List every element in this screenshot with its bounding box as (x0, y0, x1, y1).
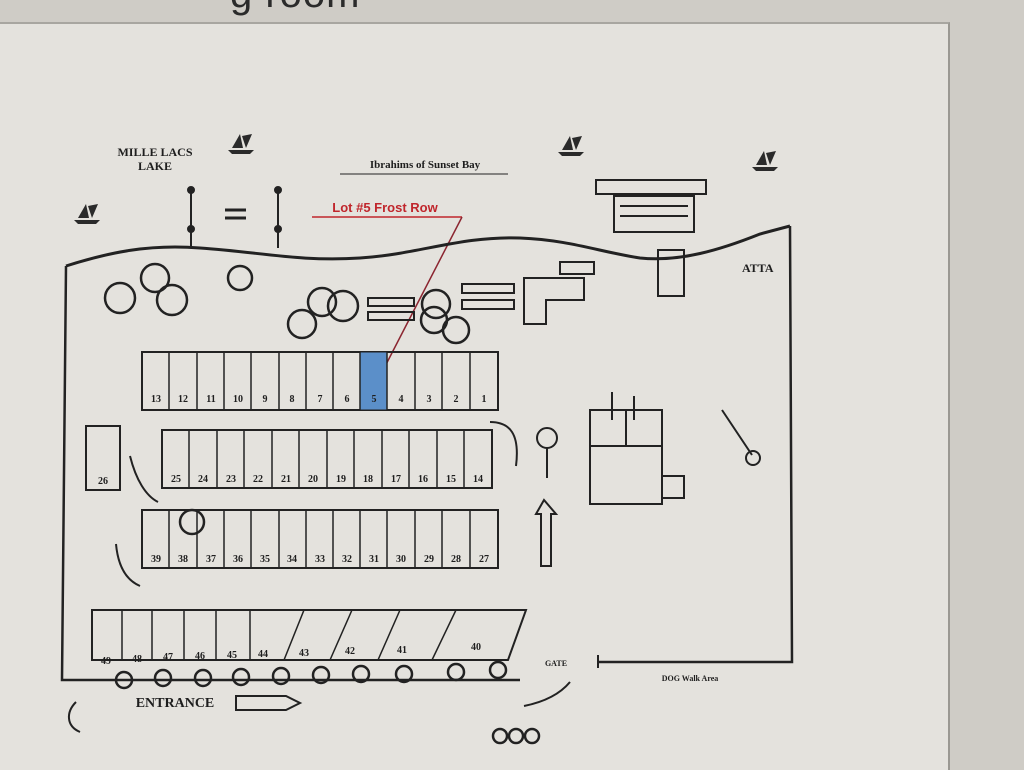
lot-number: 11 (206, 394, 215, 405)
lot-number: 23 (226, 474, 236, 485)
marina-building (595, 179, 707, 297)
lot-number: 1 (482, 394, 487, 405)
lot-number: 3 (427, 394, 432, 405)
lot-number: 41 (397, 645, 407, 656)
lot-number: 32 (342, 554, 352, 565)
lot-number: 49 (101, 656, 111, 667)
lot-number: 43 (299, 648, 309, 659)
lot-number: 26 (98, 476, 108, 487)
picnic-shelters (367, 261, 595, 325)
lot-number: 42 (345, 646, 355, 657)
lot-number: 44 (258, 649, 268, 660)
lot-number: 2 (454, 394, 459, 405)
lot-row-3: 39 38 37 36 35 34 33 32 31 30 29 28 27 (141, 509, 499, 569)
atm-label: ATTA (742, 261, 774, 275)
lot-number: 13 (151, 394, 161, 405)
tree-cluster (491, 727, 541, 745)
lot-number: 16 (418, 474, 428, 485)
lot-number: 27 (479, 554, 489, 565)
tree-row (114, 660, 508, 690)
lot-number: 46 (195, 651, 205, 662)
lot-number: 35 (260, 554, 270, 565)
well-icon (745, 450, 761, 466)
lot-number: 47 (163, 652, 173, 663)
resort-title: Ibrahims of Sunset Bay (370, 159, 481, 171)
lot-number: 34 (287, 554, 297, 565)
lot-number: 33 (315, 554, 325, 565)
lot-number: 28 (451, 554, 461, 565)
lot-number: 9 (263, 394, 268, 405)
highlight-label: Lot #5 Frost Row (332, 200, 438, 215)
lot-number: 40 (471, 642, 481, 653)
lot-number: 24 (198, 474, 208, 485)
lot-number: 6 (345, 394, 350, 405)
lot-number: 36 (233, 554, 243, 565)
lot-26 (85, 425, 121, 491)
lot-row-1: 13 12 11 10 9 8 7 6 5 4 3 2 1 (141, 351, 499, 411)
sailboat-icon (228, 134, 254, 154)
lot-number: 18 (363, 474, 373, 485)
lot-number: 15 (446, 474, 456, 485)
page-title: g room (230, 0, 361, 17)
lot-number: 39 (151, 554, 161, 565)
lot-number: 25 (171, 474, 181, 485)
sailboat-icon (752, 151, 778, 171)
highlighted-lot[interactable] (359, 351, 388, 411)
office-building (589, 392, 685, 505)
lot-number: 45 (227, 650, 237, 661)
lot-number: 4 (399, 394, 404, 405)
lot-number: 14 (473, 474, 483, 485)
lot-number: 17 (391, 474, 401, 485)
entrance-label: ENTRANCE (136, 696, 215, 711)
dock-posts (187, 186, 282, 248)
lot-number: 29 (424, 554, 434, 565)
lot-number: 8 (290, 394, 295, 405)
fire-ring-cluster (103, 262, 471, 536)
lot-number: 22 (253, 474, 263, 485)
lake-label-2: LAKE (138, 159, 172, 173)
lot-number: 30 (396, 554, 406, 565)
dog-walk-label: DOG Walk Area (662, 674, 719, 683)
lot-number: 37 (206, 554, 216, 565)
sailboat-icon (74, 204, 100, 224)
lot-number: 38 (178, 554, 188, 565)
lot-number: 48 (132, 654, 142, 665)
lot-number: 5 (372, 394, 377, 405)
lake-label: MILLE LACS (117, 145, 192, 159)
lot-number: 31 (369, 554, 379, 565)
lot-number: 20 (308, 474, 318, 485)
lot-row-2: 25 24 23 22 21 20 19 18 17 16 15 14 (161, 429, 493, 489)
lot-number: 7 (318, 394, 323, 405)
park-boundary (60, 265, 520, 682)
lot-number: 12 (178, 394, 188, 405)
gate-label: GATE (545, 659, 567, 668)
lot-number: 21 (281, 474, 291, 485)
lot-number: 10 (233, 394, 243, 405)
direction-arrows (68, 421, 571, 733)
lot-number: 19 (336, 474, 346, 485)
lot-row-4 (91, 609, 528, 661)
sailboat-icon (558, 136, 584, 156)
